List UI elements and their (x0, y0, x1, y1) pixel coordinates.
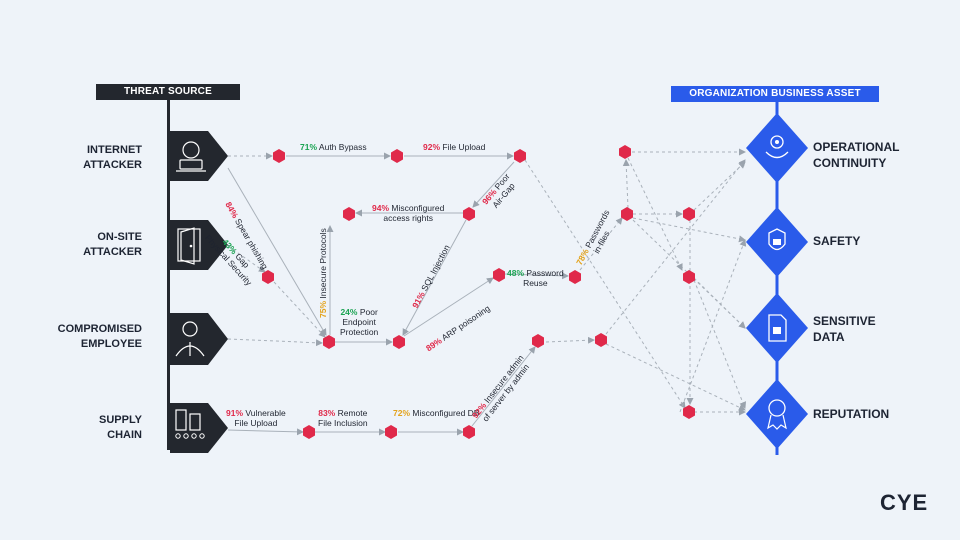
door-icon (170, 220, 228, 270)
edge-label-auth-bypass: 71% Auth Bypass (300, 142, 367, 152)
node (303, 425, 315, 439)
node (683, 270, 695, 284)
cye-logo: CYE (880, 490, 929, 515)
threat-source-header: THREAT SOURCE (96, 84, 240, 100)
edge-label-misconfigured-db: 72% Misconfigured DB (393, 408, 480, 418)
supply-chain-icon (170, 403, 228, 453)
attack-nodes (262, 145, 695, 439)
dashed-edges (227, 148, 747, 416)
asset-label-safety: SAFETY (813, 234, 861, 248)
edge-label-password-reuse: 48% Password Reuse (507, 268, 564, 288)
node (621, 207, 633, 221)
business-asset-header: ORGANIZATION BUSINESS ASSET (671, 86, 879, 102)
employee-icon (170, 313, 228, 365)
edge-label-misconfigured-access: 94% Misconfigured access rights (372, 203, 445, 223)
node (343, 207, 355, 221)
asset-label-operational: OPERATIONAL CONTINUITY (813, 140, 900, 170)
edge-label-file-upload: 92% File Upload (423, 142, 486, 152)
source-spine (167, 100, 170, 450)
node (569, 270, 581, 284)
edge-label-insecure-protocols: 75% Insecure Protocols (318, 228, 328, 318)
node (273, 149, 285, 163)
node (393, 335, 405, 349)
edge-label-endpoint-protection: 24% Poor Endpoint Protection (340, 307, 379, 337)
award-ribbon-icon (746, 379, 808, 449)
source-label-employee: COMPROMISED EMPLOYEE (57, 323, 142, 350)
node (619, 145, 631, 159)
node (683, 207, 695, 221)
hacker-icon (170, 131, 228, 181)
asset-icons (746, 100, 808, 455)
node (463, 425, 475, 439)
source-label-onsite: ON-SITE ATTACKER (83, 231, 142, 258)
node (493, 268, 505, 282)
asset-label-sensitive: SENSITIVE DATA (813, 314, 876, 344)
source-label-internet: INTERNET ATTACKER (83, 144, 142, 171)
node (514, 149, 526, 163)
solid-edges (227, 152, 569, 436)
lock-shield-icon (746, 207, 808, 277)
node (463, 207, 475, 221)
node (683, 405, 695, 419)
node (595, 333, 607, 347)
node (385, 425, 397, 439)
gears-hand-icon (746, 113, 808, 183)
node (532, 334, 544, 348)
edge-label-vulnerable-upload: 91% Vulnerable File Upload (226, 408, 286, 428)
source-icons (170, 131, 228, 453)
node (262, 270, 274, 284)
asset-label-reputation: REPUTATION (813, 407, 890, 421)
edge-label-remote-inclusion: 83% Remote File Inclusion (318, 408, 368, 428)
node (323, 335, 335, 349)
node (391, 149, 403, 163)
source-label-supply: SUPPLY CHAIN (98, 414, 142, 441)
document-lock-icon (746, 293, 808, 363)
